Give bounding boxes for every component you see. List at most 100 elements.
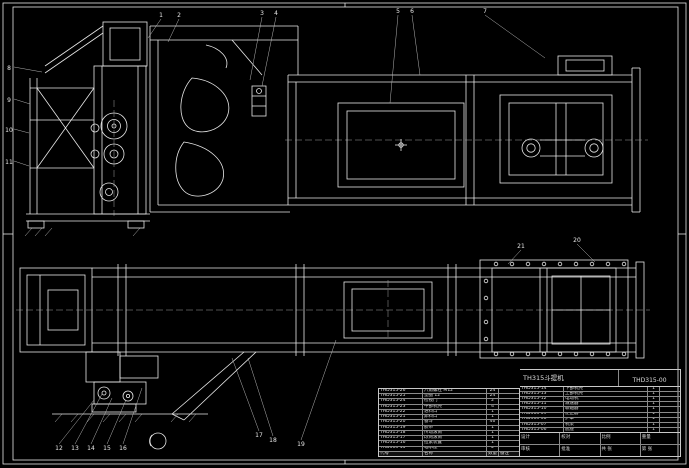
parts-cell: THD315-25: [379, 394, 423, 399]
parts-cell: 底座: [564, 427, 648, 432]
title-block-cell: 第 张: [641, 447, 653, 453]
callout-number: 21: [517, 243, 525, 250]
callout-number: 5: [396, 8, 400, 15]
parts-cell: 拉紧装置: [423, 441, 487, 446]
parts-cell: THD315-11: [520, 402, 564, 407]
parts-cell: [499, 447, 519, 451]
parts-cell: [499, 394, 519, 398]
parts-cell: THD315-08: [520, 417, 564, 422]
parts-cell: THD315-12: [520, 397, 564, 402]
parts-cell: [660, 397, 680, 401]
parts-cell: 数量: [488, 451, 499, 457]
parts-cell: THD315-07: [520, 422, 564, 427]
callout-number: 7: [483, 8, 487, 15]
parts-cell: 2: [487, 446, 499, 451]
callout-number: 3: [260, 10, 264, 17]
callout-number: 11: [5, 159, 13, 166]
callout-number: 4: [274, 10, 278, 17]
drawing-number: THD315-00: [618, 370, 680, 386]
parts-cell: THD315-06: [520, 427, 564, 432]
callout-number: 6: [410, 8, 414, 15]
callout-number: 17: [255, 432, 263, 439]
parts-cell: THD315-13: [520, 392, 564, 397]
parts-cell: 机架: [564, 422, 648, 427]
parts-cell: 上部机壳: [564, 392, 648, 397]
parts-cell: [499, 420, 519, 424]
parts-cell: 1: [648, 422, 660, 427]
callout-number: 1: [159, 12, 163, 19]
parts-cell: 畚斗: [423, 420, 487, 425]
parts-cell: 电动机: [564, 397, 648, 402]
parts-cell: THD315-10: [520, 407, 564, 412]
callout-number: 13: [71, 445, 79, 452]
inspection-door: [337, 102, 465, 188]
parts-cell: 1: [487, 415, 499, 420]
parts-cell: 1: [648, 412, 660, 417]
title-block-cell: 比例: [601, 433, 641, 444]
title-block-cell: 重量: [641, 435, 651, 441]
callout-number: 12: [55, 445, 63, 452]
drawing-title: TH315斗提机: [523, 373, 564, 382]
parts-cell: 卸料口: [423, 415, 487, 420]
ground-hatching: [52, 413, 208, 423]
title-block-row: 设计校对比例重量: [520, 433, 680, 445]
parts-cell: [660, 392, 680, 396]
parts-cell: 轴承座: [423, 446, 487, 451]
parts-cell: [499, 426, 519, 430]
parts-cell: THD315-17: [379, 436, 423, 441]
parts-cell: 备注: [500, 451, 509, 456]
callout-number: 2: [177, 12, 181, 19]
parts-cell: THD315-20: [379, 420, 423, 425]
plan-motor-unit: [85, 351, 159, 413]
parts-cell: 改向滚筒: [423, 436, 487, 441]
parts-cell: 46: [487, 420, 499, 425]
parts-cell: 4: [487, 404, 499, 409]
parts-cell: 1: [487, 441, 499, 446]
parts-cell: THD315-23: [379, 404, 423, 409]
parts-cell: 1: [648, 407, 660, 412]
head-tower: [24, 21, 150, 237]
parts-cell: 1: [648, 427, 660, 432]
parts-cell: 1: [648, 402, 660, 407]
parts-cell: [660, 407, 680, 411]
plan-access-panel: [343, 280, 433, 340]
parts-cell: THD315-15: [379, 446, 423, 451]
title-block-cell: 校对: [560, 433, 601, 444]
parts-cell: [499, 410, 519, 414]
callout-number: 15: [103, 445, 111, 452]
callout-number: 18: [269, 437, 277, 444]
parts-cell: [660, 387, 680, 391]
parts-cell: THD315-21: [379, 415, 423, 420]
title-block-cell: 共 张: [601, 445, 641, 456]
parts-cell: 联轴器: [564, 407, 648, 412]
parts-cell: [499, 389, 519, 393]
parts-cell: THD315-18: [379, 430, 423, 436]
title-block-cell: 批准: [560, 445, 601, 456]
callout-number: 20: [573, 237, 581, 244]
parts-cell: [660, 423, 680, 427]
parts-cell: 胶带: [423, 425, 487, 430]
parts-cell: THD315-22: [379, 409, 423, 415]
callout-number: 19: [297, 441, 305, 448]
parts-cell: THD315-14: [520, 387, 564, 392]
parts-cell: 中部机壳: [423, 404, 487, 409]
parts-cell: 1: [487, 436, 499, 441]
plan-drive-assembly: [479, 259, 645, 359]
parts-cell: 逆止器: [564, 412, 648, 417]
callout-number: 14: [87, 445, 95, 452]
parts-cell: 1: [487, 430, 499, 436]
